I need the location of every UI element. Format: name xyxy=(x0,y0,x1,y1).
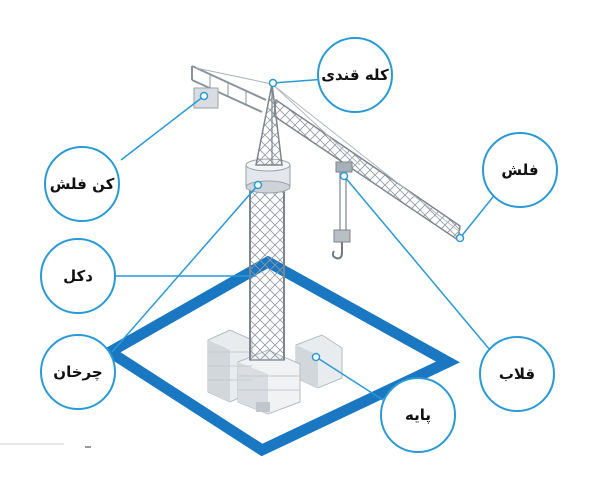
dot-charkhan xyxy=(253,180,263,190)
dot-felesh xyxy=(455,233,465,243)
hook-assembly xyxy=(331,161,353,260)
label-kon-felesh: کن فلش xyxy=(50,175,115,193)
callout-payeh: پایه xyxy=(380,377,456,453)
label-kalle-ghandi: کله قندی xyxy=(321,66,389,84)
counter-jib xyxy=(191,65,273,113)
label-ghollab: قلاب xyxy=(499,365,535,383)
base-frame xyxy=(99,255,461,457)
dot-payeh xyxy=(311,352,321,362)
label-felesh: فلش xyxy=(501,161,538,179)
callout-charkhan: چرخان xyxy=(40,334,116,410)
connector-payeh xyxy=(315,356,384,401)
connector-kon-felesh xyxy=(120,95,205,161)
anchor-dots xyxy=(199,78,465,362)
dot-kalle-ghandi xyxy=(268,78,278,88)
callout-ghollab: قلاب xyxy=(479,336,555,412)
connector-charkhan xyxy=(111,184,259,353)
callout-kalle-ghandi: کله قندی xyxy=(317,37,393,113)
bottom-artifact xyxy=(0,443,91,448)
crane-mast xyxy=(249,184,285,361)
dot-kon-felesh xyxy=(199,91,209,101)
connector-felesh xyxy=(459,191,498,239)
connector-ghollab xyxy=(343,175,491,351)
callout-kon-felesh: کن فلش xyxy=(44,146,120,222)
dot-ghollab xyxy=(339,171,349,181)
callout-felesh: فلش xyxy=(482,132,558,208)
label-dakal: دکل xyxy=(63,267,93,285)
label-payeh: پایه xyxy=(405,406,431,425)
label-charkhan: چرخان xyxy=(53,363,102,382)
tower-head xyxy=(255,83,283,166)
callout-connectors xyxy=(111,76,498,401)
callout-dakal: دکل xyxy=(40,238,116,314)
